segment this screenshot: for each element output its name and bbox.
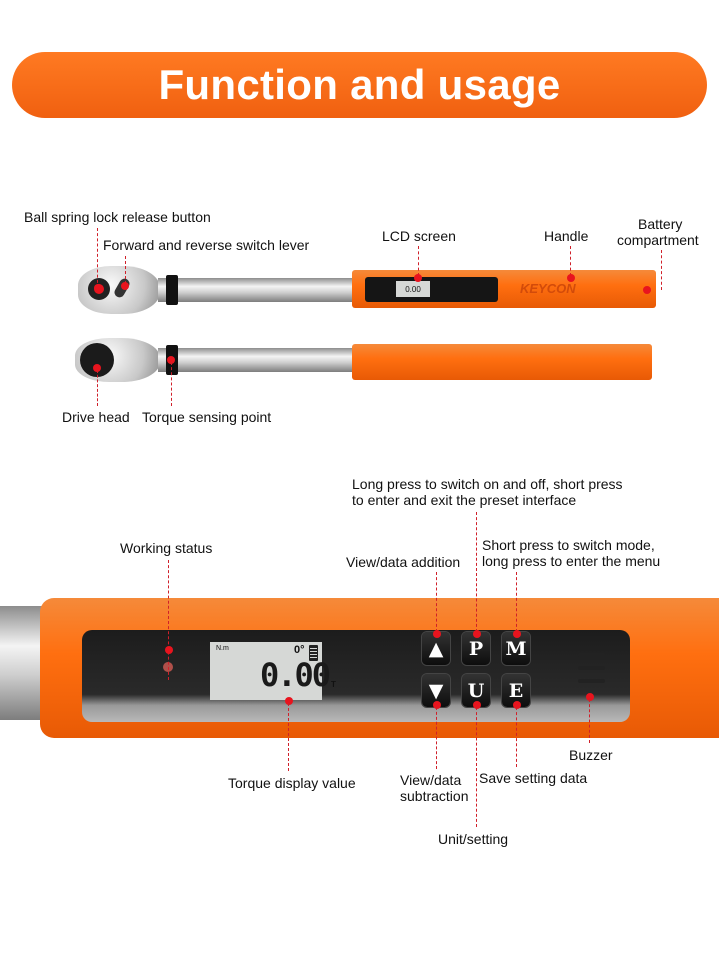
banner-title: Function and usage — [12, 52, 707, 118]
leader-line — [125, 256, 126, 284]
leader-line — [476, 512, 477, 632]
leader-line — [97, 370, 98, 406]
leader-line — [436, 707, 437, 769]
label-working-status: Working status — [120, 540, 213, 556]
label-mode-2: long press to enter the menu — [482, 553, 661, 569]
label-battery-2: compartment — [617, 232, 699, 248]
leader-line — [171, 362, 172, 406]
buzzer-slot — [578, 679, 605, 683]
shaft — [158, 348, 358, 372]
leader-dot — [513, 630, 521, 638]
label-switch-lever: Forward and reverse switch lever — [103, 237, 310, 253]
leader-dot — [513, 701, 521, 709]
leader-dot — [94, 284, 102, 292]
leader-line — [570, 246, 571, 276]
leader-dot — [567, 274, 575, 282]
label-torque-sensing: Torque sensing point — [142, 409, 272, 425]
buzzer-slot — [578, 666, 605, 670]
label-view-add: View/data addition — [346, 554, 461, 570]
label-battery-1: Battery — [638, 216, 683, 232]
leader-line — [436, 572, 437, 632]
leader-line — [168, 560, 169, 680]
label-lcd-screen: LCD screen — [382, 228, 456, 244]
label-power-1: Long press to switch on and off, short p… — [352, 476, 623, 492]
leader-line — [476, 707, 477, 827]
leader-dot — [586, 693, 594, 701]
leader-dot — [473, 701, 481, 709]
handle — [352, 344, 652, 380]
label-mode-1: Short press to switch mode, — [482, 537, 655, 553]
label-buzzer: Buzzer — [569, 747, 613, 763]
leader-dot — [473, 630, 481, 638]
leader-dot — [121, 282, 129, 290]
battery-icon — [309, 645, 318, 661]
control-panel — [82, 630, 630, 722]
leader-dot — [433, 701, 441, 709]
leader-dot — [643, 286, 651, 294]
shaft — [158, 278, 358, 302]
lcd-value: 0.00 — [260, 656, 331, 694]
leader-dot — [433, 630, 441, 638]
leader-line — [516, 572, 517, 632]
label-view-sub-2: subtraction — [400, 788, 469, 804]
u-button[interactable]: U — [462, 674, 490, 707]
leader-line — [589, 699, 590, 743]
label-power-2: to enter and exit the preset interface — [352, 492, 577, 508]
leader-dot — [414, 274, 422, 282]
label-view-sub-1: View/data — [400, 772, 462, 788]
label-unit-setting: Unit/setting — [438, 831, 509, 847]
buzzer-slot — [578, 653, 605, 657]
brand-logo: KEYCON — [520, 281, 576, 296]
lcd-unit: N.m — [216, 645, 229, 652]
lcd-angle: 0° — [294, 644, 305, 656]
label-ball-spring: Ball spring lock release button — [24, 209, 211, 225]
label-save: Save setting data — [479, 770, 588, 786]
label-drive-head: Drive head — [62, 409, 130, 425]
lcd-panel-small — [365, 277, 498, 302]
lcd-small: 0.00 — [396, 281, 430, 297]
leader-line — [661, 250, 662, 290]
leader-line — [418, 246, 419, 276]
lcd-display: N.m 0° 0.00 T — [210, 642, 336, 700]
leader-line — [97, 228, 98, 288]
leader-dot — [93, 364, 101, 372]
leader-line — [288, 703, 289, 771]
collar — [166, 275, 178, 305]
shaft-detail — [0, 606, 46, 720]
label-torque-display: Torque display value — [228, 775, 356, 791]
leader-dot — [165, 646, 173, 654]
lcd-mode: T — [331, 680, 336, 689]
leader-dot — [167, 356, 175, 364]
leader-line — [516, 707, 517, 767]
label-handle: Handle — [544, 228, 589, 244]
leader-dot — [285, 697, 293, 705]
